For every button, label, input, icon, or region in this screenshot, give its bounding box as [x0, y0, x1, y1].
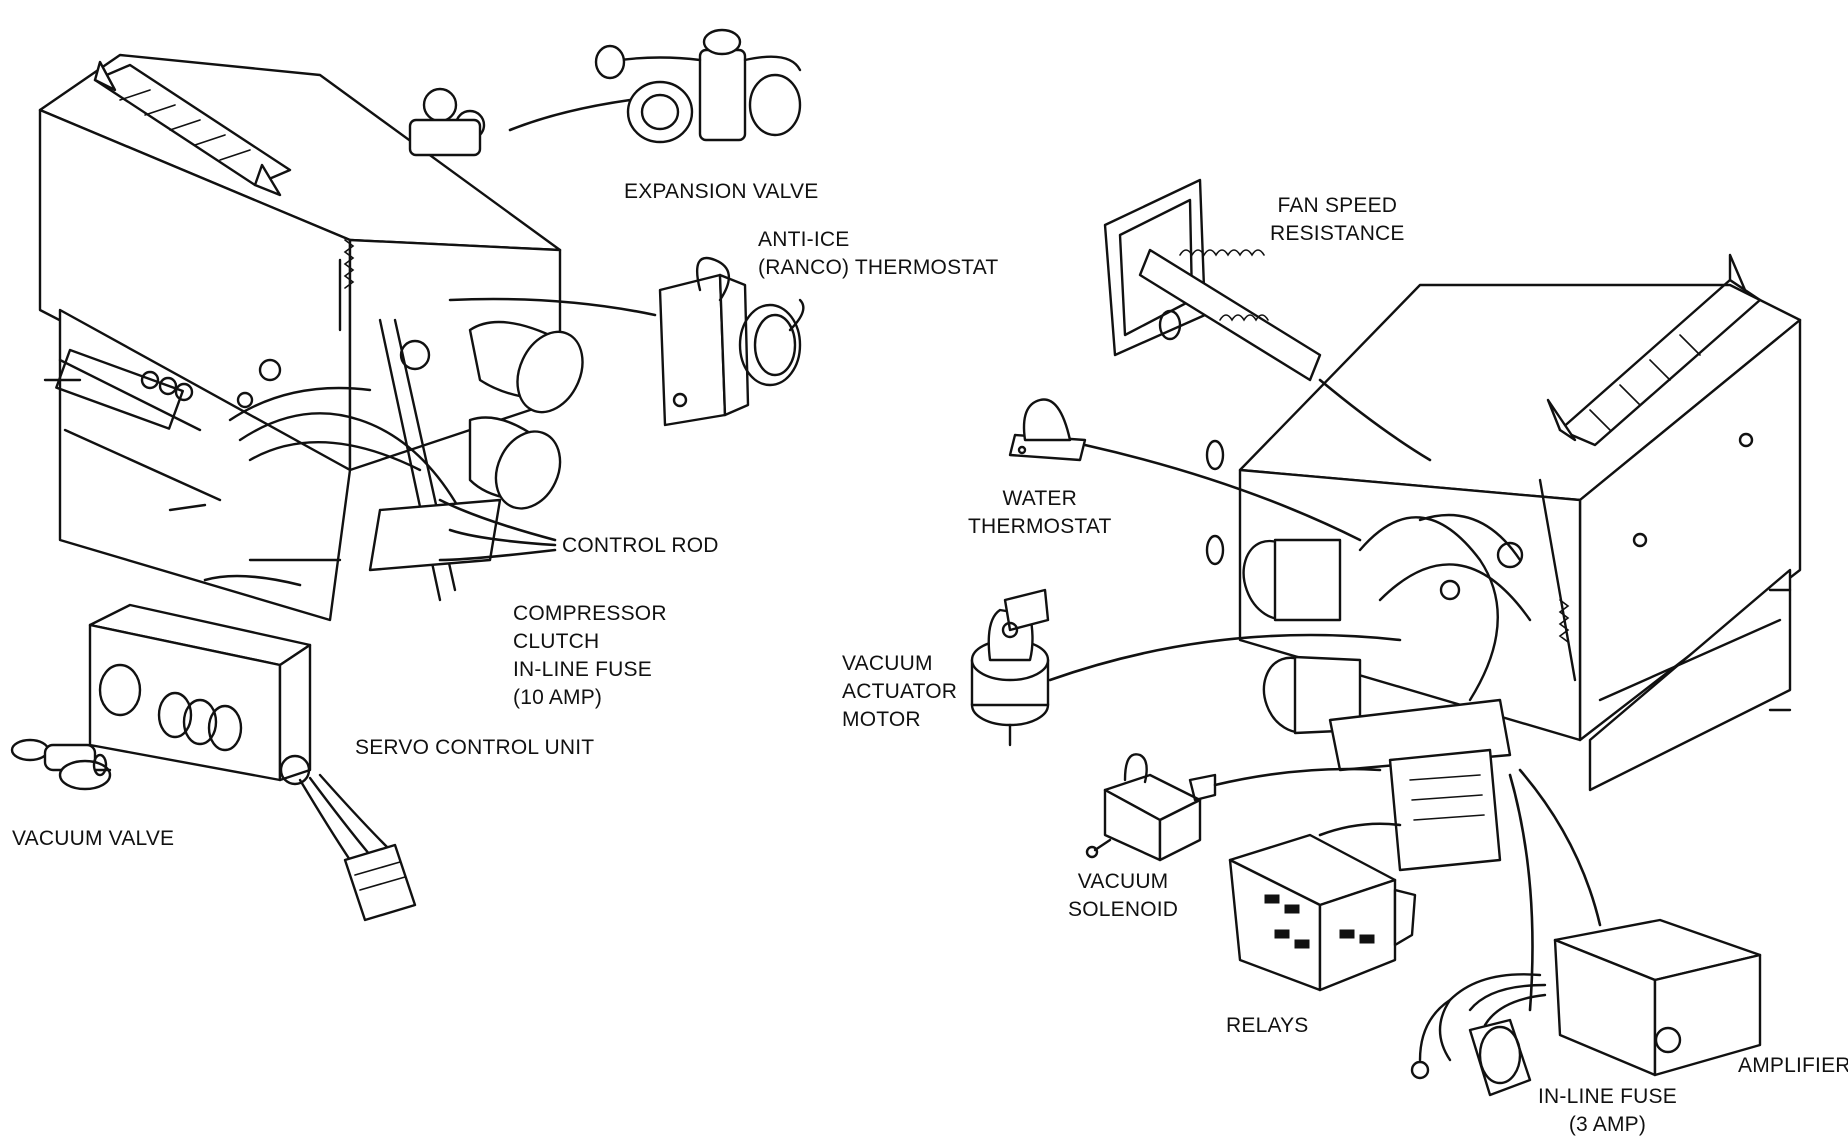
label-line: (3 AMP): [1568, 1113, 1647, 1136]
relays-part: [1228, 833, 1417, 992]
label-line: CONTROL ROD: [562, 534, 719, 557]
amplifier-part: [1553, 918, 1762, 1077]
label-line: SOLENOID: [1068, 898, 1179, 921]
label-amplifier: AMPLIFIER: [1738, 1052, 1848, 1080]
label-line: RESISTANCE: [1270, 222, 1405, 245]
right-unit-linkage: [1328, 478, 1577, 872]
label-vacuum-actuator-motor: VACUUM ACTUATOR MOTOR: [842, 650, 957, 734]
label-line: CLUTCH: [513, 630, 600, 653]
label-line: (10 AMP): [513, 686, 603, 709]
label-inline-fuse-3amp: IN-LINE FUSE (3 AMP): [1538, 1083, 1677, 1139]
label-line: VACUUM VALVE: [12, 827, 175, 850]
label-line: AMPLIFIER: [1738, 1054, 1848, 1077]
inline-fuse-connector-part: [1410, 973, 1547, 1097]
label-line: MOTOR: [842, 708, 921, 731]
expansion-valve-part: [408, 28, 802, 157]
label-line: RELAYS: [1226, 1014, 1309, 1037]
label-line: VACUUM: [842, 652, 933, 675]
label-line: COMPRESSOR: [513, 602, 667, 625]
right-hvac-unit: [1205, 253, 1802, 872]
label-line: SERVO CONTROL UNIT: [355, 736, 595, 759]
fan-speed-resistance-part: [1103, 178, 1322, 382]
label-line: IN-LINE FUSE: [1538, 1085, 1677, 1108]
label-expansion-valve: EXPANSION VALVE: [624, 178, 818, 206]
label-line: IN-LINE FUSE: [513, 658, 652, 681]
label-line: THERMOSTAT: [968, 515, 1112, 538]
label-line: FAN SPEED: [1277, 194, 1398, 217]
vacuum-valve-part: [10, 738, 112, 791]
vacuum-solenoid-part: [1085, 753, 1217, 862]
label-servo-control-unit: SERVO CONTROL UNIT: [355, 734, 594, 762]
label-water-thermostat: WATER THERMOSTAT: [968, 485, 1112, 541]
label-line: VACUUM: [1077, 870, 1169, 893]
right-unit-pipes: [1205, 439, 1362, 735]
label-line: WATER: [1002, 487, 1078, 510]
label-fan-speed-resistance: FAN SPEED RESISTANCE: [1270, 192, 1405, 248]
left-unit-pipes: [468, 320, 584, 510]
label-compressor-clutch-fuse: COMPRESSOR CLUTCH IN-LINE FUSE (10 AMP): [513, 600, 667, 712]
left-hvac-unit: [38, 53, 584, 622]
label-relays: RELAYS: [1226, 1012, 1309, 1040]
servo-control-unit-part: [88, 603, 417, 922]
label-anti-ice-thermostat: ANTI-ICE (RANCO) THERMOSTAT: [758, 226, 998, 282]
left-unit-top-vents: [93, 60, 292, 197]
right-unit-top-vents: [1546, 253, 1762, 447]
left-unit-linkage: [228, 239, 502, 602]
leader-lines: [203, 98, 1602, 1012]
water-thermostat-part: [1008, 398, 1087, 462]
label-vacuum-valve: VACUUM VALVE: [12, 825, 174, 853]
label-control-rod: CONTROL ROD: [562, 532, 719, 560]
label-line: (RANCO) THERMOSTAT: [758, 256, 999, 279]
anti-ice-thermostat-part: [658, 256, 805, 427]
label-line: ACTUATOR: [842, 680, 958, 703]
label-line: EXPANSION VALVE: [624, 180, 819, 203]
label-vacuum-solenoid: VACUUM SOLENOID: [1068, 868, 1178, 924]
vacuum-actuator-motor-part: [970, 588, 1050, 747]
label-line: ANTI-ICE: [758, 228, 850, 251]
